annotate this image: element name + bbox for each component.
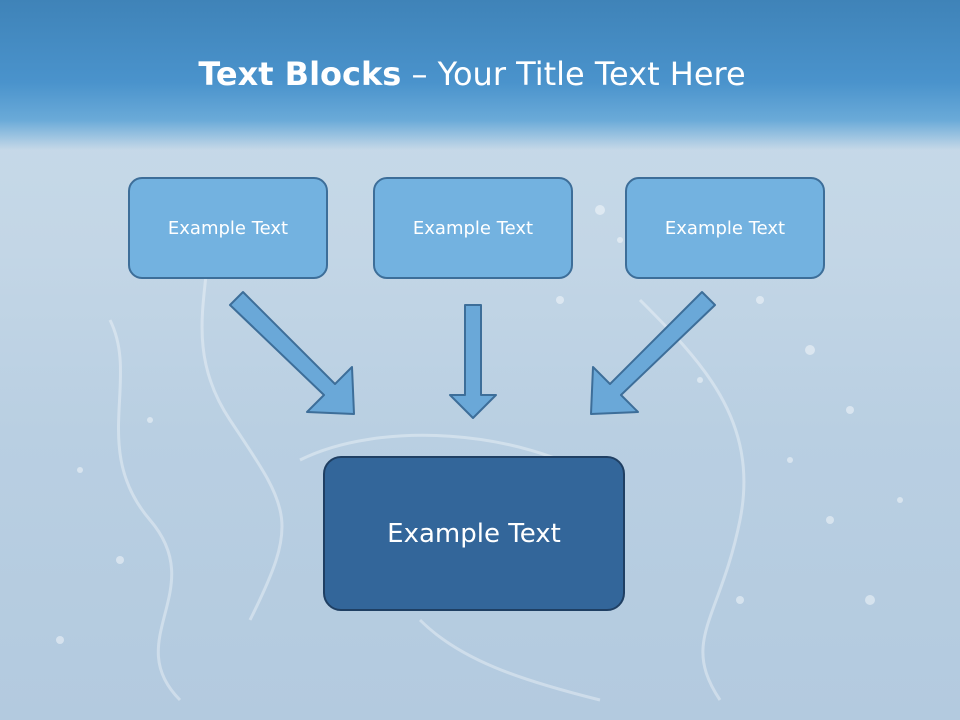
source-box-label: Example Text (412, 217, 534, 239)
target-box-label: Example Text (387, 518, 561, 549)
source-box-left[interactable]: Example Text (128, 177, 328, 279)
arrow-center-down (449, 304, 497, 419)
arrow-right-diagonal (590, 291, 716, 415)
title-band (0, 0, 960, 150)
title-rest: – Your Title Text Here (401, 55, 746, 93)
source-box-center[interactable]: Example Text (373, 177, 573, 279)
title-bold: Text Blocks (198, 55, 402, 93)
source-box-right[interactable]: Example Text (625, 177, 825, 279)
source-box-label: Example Text (167, 217, 289, 239)
target-box[interactable]: Example Text (323, 456, 625, 611)
source-box-label: Example Text (664, 217, 786, 239)
page-title: Text Blocks – Your Title Text Here (0, 52, 944, 96)
arrow-left-diagonal (229, 291, 355, 415)
